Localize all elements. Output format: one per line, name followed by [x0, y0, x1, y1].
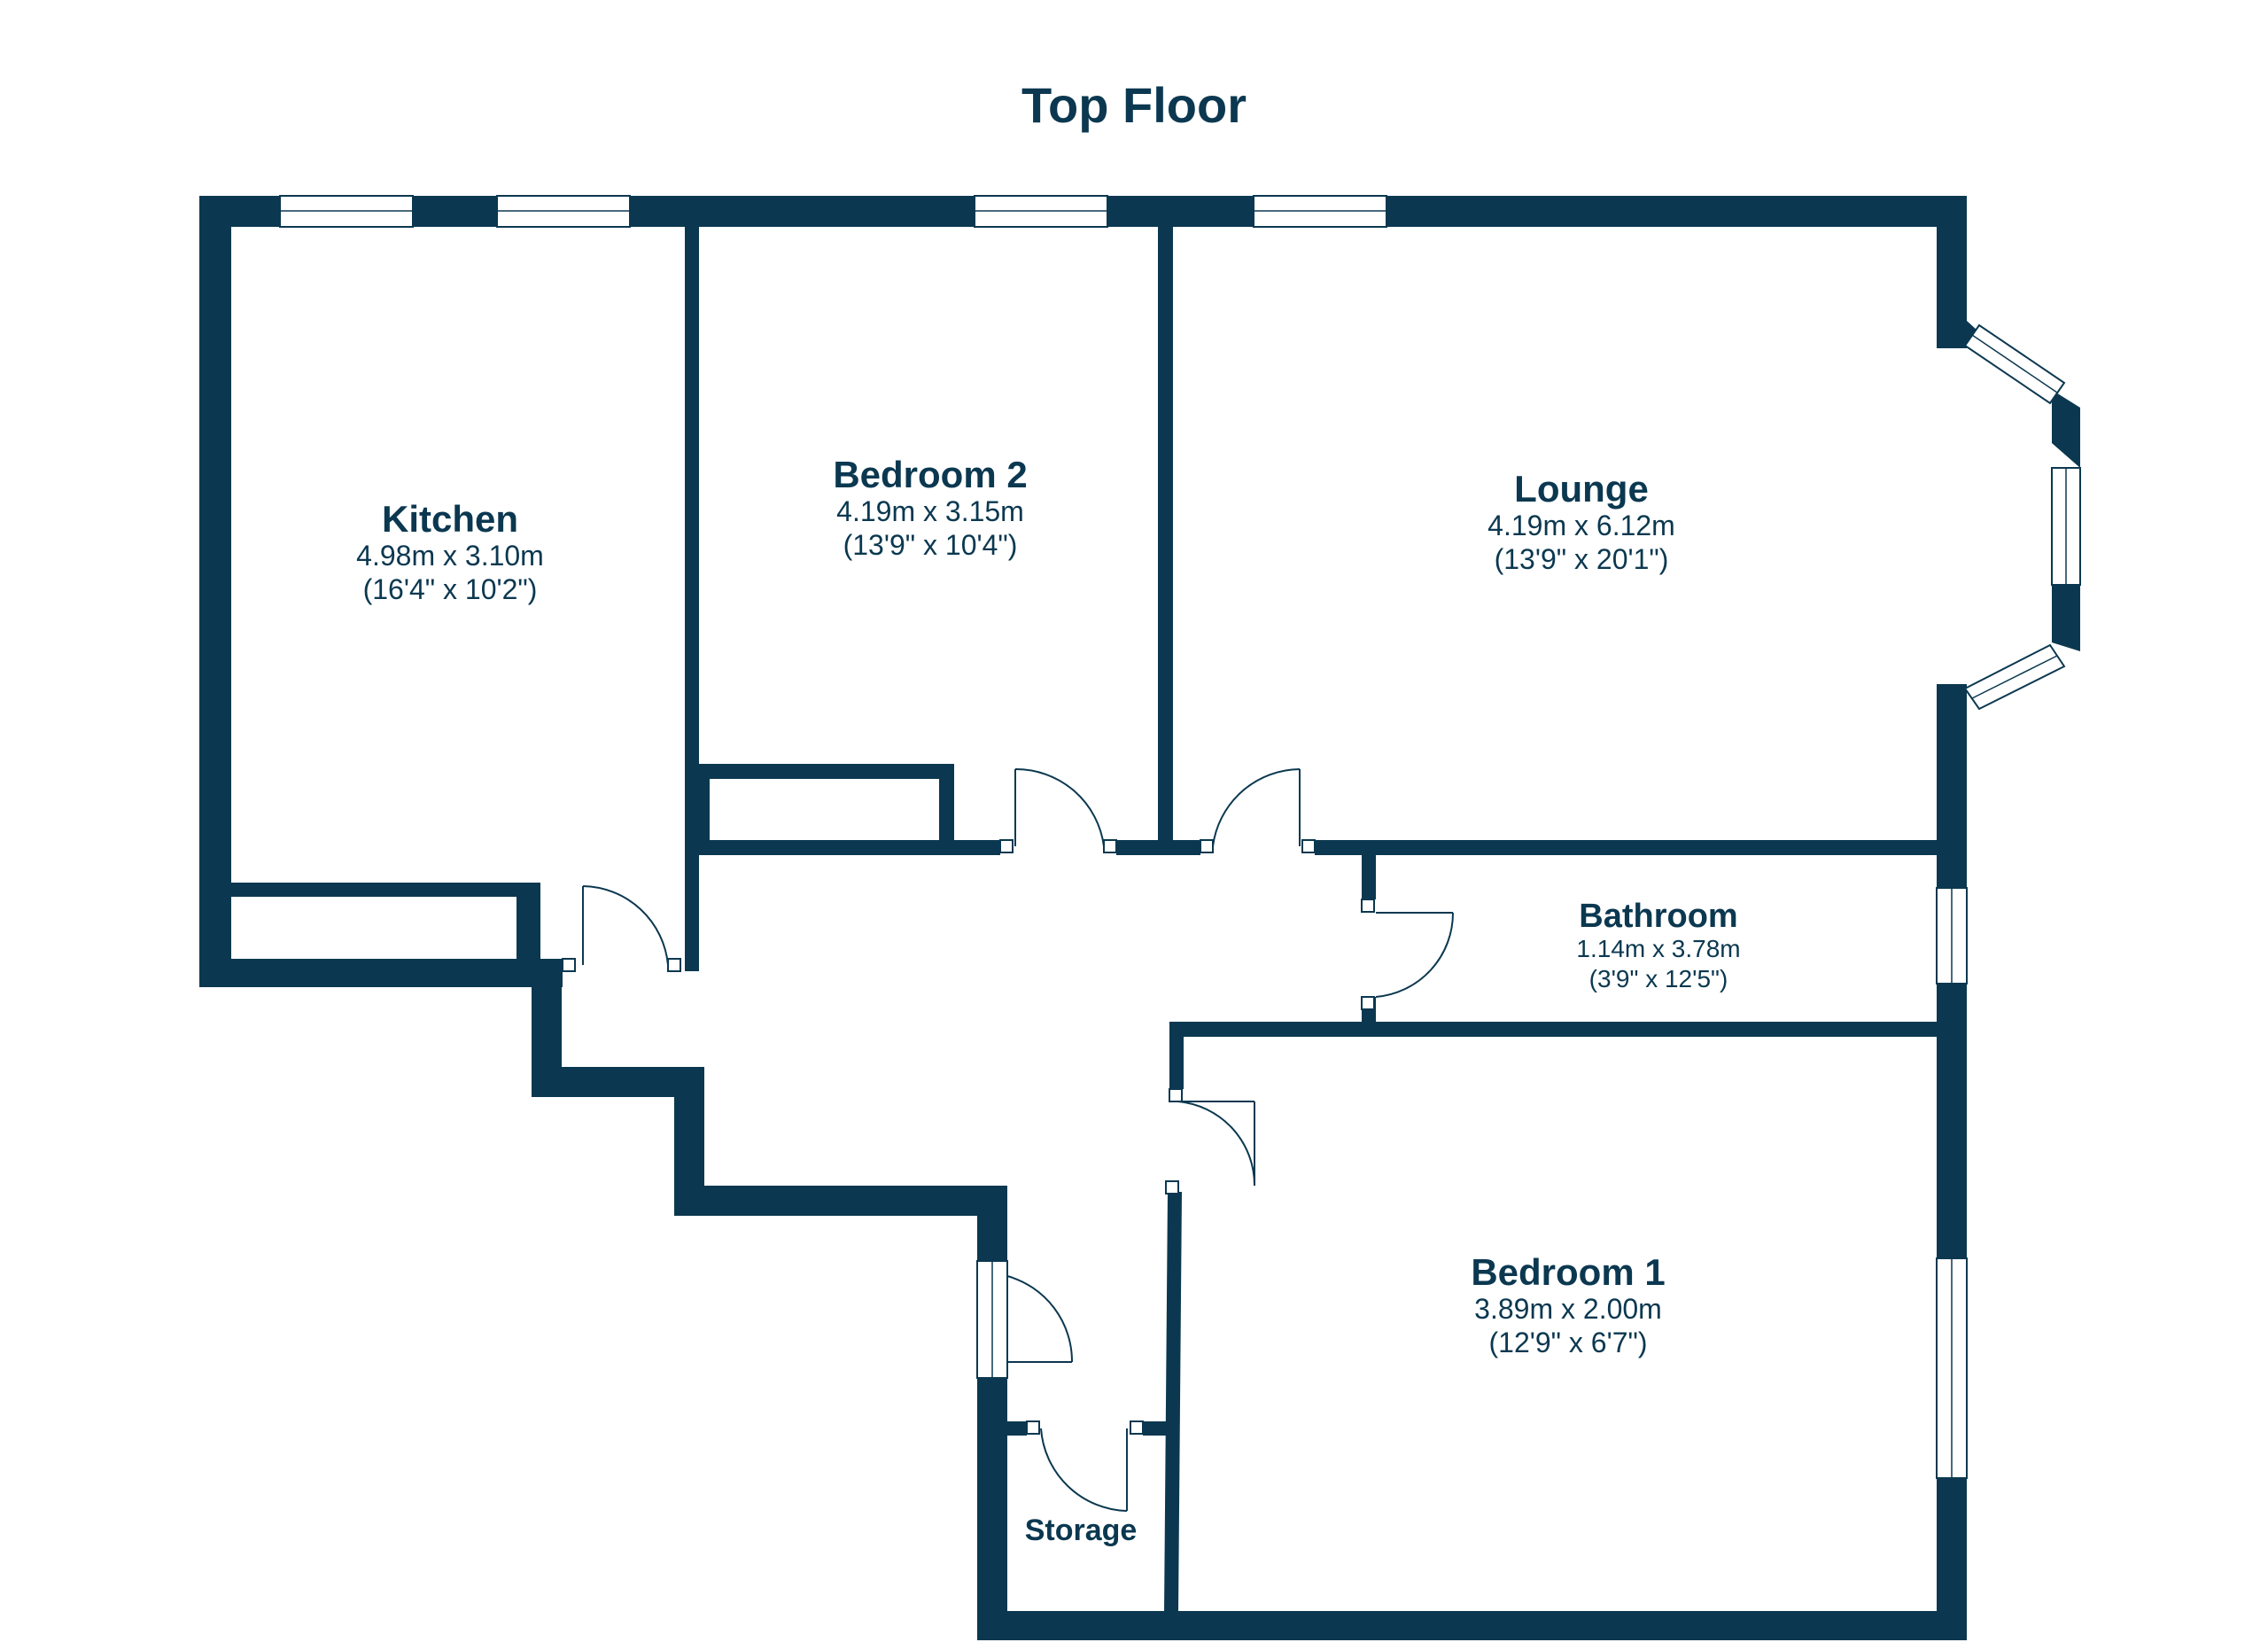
- wall-bedroom1-left-bottom: [1164, 1192, 1182, 1614]
- wall-right-mid: [1937, 684, 1967, 888]
- door-bedroom1: [1165, 1088, 1256, 1195]
- wall-bedroom2-lounge: [1158, 227, 1173, 847]
- bathroom-name: Bathroom: [1579, 898, 1737, 935]
- wall-bay-upper-diag: [2052, 390, 2080, 468]
- wall-hall-step-4: [674, 1186, 1007, 1216]
- wall-wardrobe-left: [699, 779, 710, 847]
- wall-left: [199, 196, 231, 987]
- window-hall: [976, 1260, 1008, 1379]
- lounge-metric: 4.19m x 6.12m: [1487, 510, 1675, 541]
- wall-storage-top-left: [1007, 1421, 1027, 1436]
- door-storage: [1026, 1420, 1144, 1512]
- lounge-name: Lounge: [1514, 468, 1649, 510]
- wall-wardrobe-right: [939, 764, 954, 847]
- door-hall-cupboard: [1006, 1275, 1074, 1365]
- wall-kitchen-bedroom2: [685, 227, 699, 971]
- bedroom1-name: Bedroom 1: [1471, 1251, 1665, 1293]
- wall-storage-left: [977, 1378, 1007, 1640]
- window-bedroom2: [974, 195, 1108, 228]
- door-bathroom: [1361, 899, 1455, 1010]
- door-bedroom2: [999, 767, 1117, 853]
- wall-storage-top-right: [1143, 1421, 1168, 1436]
- room-lounge: Lounge 4.19m x 6.12m (13'9" x 20'1"): [1487, 468, 1675, 575]
- window-kitchen-2: [496, 195, 631, 228]
- wall-kitchen-unit-top: [229, 883, 540, 897]
- room-bedroom2: Bedroom 2 4.19m x 3.15m (13'9" x 10'4"): [833, 454, 1027, 561]
- bedroom2-imperial: (13'9" x 10'4"): [843, 529, 1018, 561]
- wall-bedroom1-left-top: [1169, 1022, 1184, 1089]
- wall-bathroom-bedroom1: [1169, 1022, 1937, 1037]
- wall-bathroom-left-top: [1362, 855, 1376, 899]
- wall-hall-step-5: [977, 1186, 1007, 1261]
- bathroom-metric: 1.14m x 3.78m: [1576, 935, 1740, 962]
- bedroom2-metric: 4.19m x 3.15m: [836, 495, 1024, 527]
- walls: [199, 196, 2080, 1640]
- wall-right-bath: [1937, 984, 1967, 1258]
- doors: [562, 767, 1455, 1512]
- kitchen-metric: 4.98m x 3.10m: [356, 540, 544, 572]
- wall-lounge-bottom: [1315, 840, 1937, 855]
- window-lounge-bay-upper: [1963, 323, 2066, 405]
- kitchen-name: Kitchen: [382, 498, 518, 540]
- wall-bay-lower-diag: [2052, 585, 2080, 651]
- room-bathroom: Bathroom 1.14m x 3.78m (3'9" x 12'5"): [1576, 898, 1740, 992]
- window-kitchen-1: [279, 195, 414, 228]
- bedroom1-metric: 3.89m x 2.00m: [1474, 1293, 1662, 1325]
- window-lounge-bay-front: [2051, 467, 2081, 586]
- room-kitchen: Kitchen 4.98m x 3.10m (16'4" x 10'2"): [356, 498, 544, 605]
- bedroom1-imperial: (12'9" x 6'7"): [1488, 1327, 1647, 1358]
- wall-bedroom2-bottom: [699, 840, 1000, 855]
- room-bedroom1: Bedroom 1 3.89m x 2.00m (12'9" x 6'7"): [1471, 1251, 1665, 1358]
- bathroom-imperial: (3'9" x 12'5"): [1589, 965, 1728, 992]
- wall-right-lower: [1937, 1478, 1967, 1640]
- window-bathroom: [1936, 887, 1968, 985]
- kitchen-imperial: (16'4" x 10'2"): [363, 573, 538, 605]
- window-lounge-top: [1253, 195, 1387, 228]
- floor-title: Top Floor: [1021, 77, 1247, 133]
- room-storage: Storage: [1025, 1514, 1138, 1547]
- window-bedroom1: [1936, 1257, 1968, 1479]
- wall-bottom: [977, 1611, 1967, 1640]
- wall-kitchen-unit-right: [517, 883, 540, 962]
- storage-name: Storage: [1025, 1514, 1138, 1547]
- door-lounge: [1200, 768, 1316, 853]
- wall-kitchen-bottom: [199, 959, 563, 987]
- wall-bay-bottom: [1937, 684, 1967, 704]
- lounge-imperial: (13'9" x 20'1"): [1495, 543, 1669, 575]
- wall-bedroom2-bottom-right: [1116, 840, 1200, 855]
- windows: [279, 195, 2081, 1479]
- wall-wardrobe-top: [699, 764, 954, 779]
- door-kitchen: [562, 885, 681, 972]
- window-lounge-bay-lower: [1963, 643, 2066, 711]
- bedroom2-name: Bedroom 2: [833, 454, 1027, 495]
